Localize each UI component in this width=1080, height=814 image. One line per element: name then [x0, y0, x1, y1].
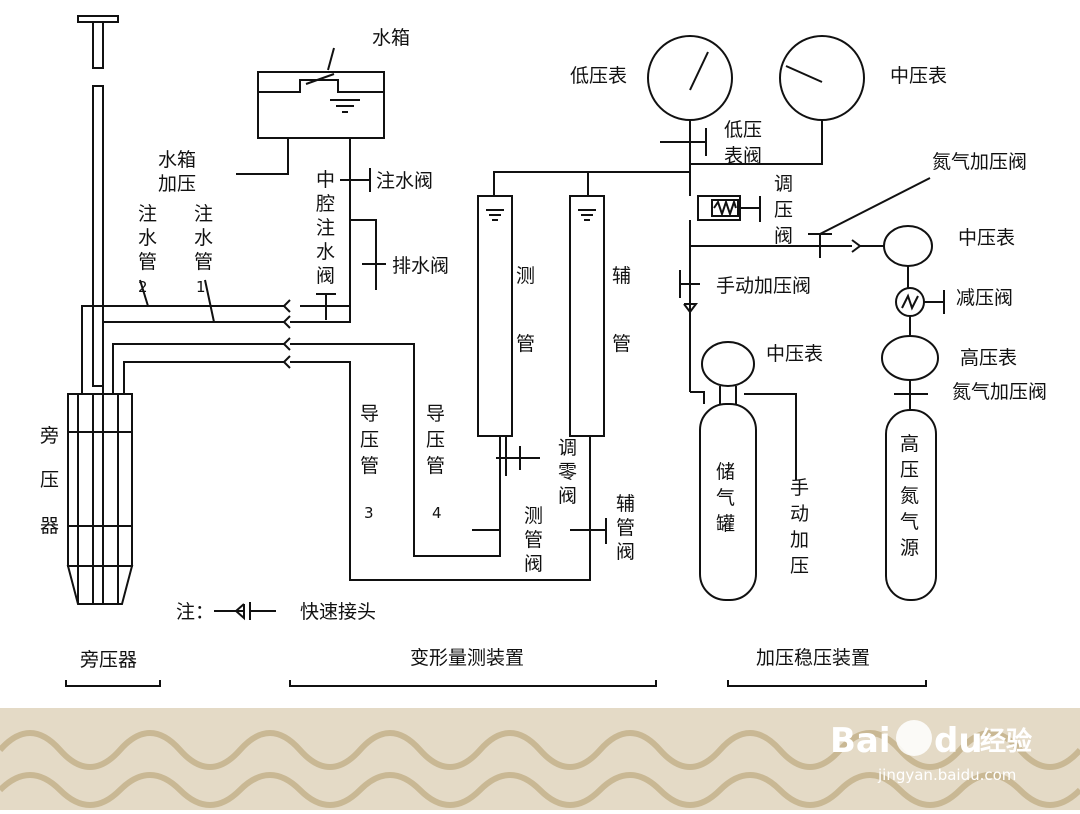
- guide-pipe-3-number: 3: [364, 504, 374, 522]
- regulator-char: 阀: [774, 225, 793, 247]
- lp-gauge-valve-label-2: 表阀: [724, 145, 762, 167]
- nitrogen-source-char: 气: [900, 511, 919, 533]
- storage-tank-char: 罐: [716, 513, 735, 535]
- water-tank-label: 水箱: [372, 27, 410, 49]
- watermark-brand-cn: 经验: [980, 726, 1032, 757]
- measure-valve-char: 管: [524, 529, 543, 551]
- guide-pipe-3-char: 导: [360, 403, 379, 425]
- inject-valve-label: 注水阀: [376, 170, 433, 192]
- aux-valve-char: 管: [616, 517, 635, 539]
- guide-pipe-4-char: 导: [426, 403, 445, 425]
- manual-pressurize-char: 手: [790, 477, 809, 499]
- manual-pressurize-char: 加: [790, 529, 809, 551]
- diagram-lines: [65, 15, 945, 687]
- guide-pipe-4-char: 管: [426, 455, 445, 477]
- reducing-valve-label: 减压阀: [956, 287, 1013, 309]
- measure-valve-char: 测: [524, 505, 543, 527]
- watermark-url: jingyan.baidu.com: [877, 766, 1016, 784]
- regulator-char: 调: [774, 173, 793, 195]
- nitrogen-source-char: 氮: [900, 485, 919, 507]
- guide-pipe-4-number: 4: [432, 504, 442, 522]
- section-deformation-measurement: 变形量测装置: [410, 647, 524, 669]
- measure-tube-char: 管: [516, 333, 535, 355]
- inject-pipe-2-char: 注: [138, 203, 157, 225]
- aux-valve-char: 辅: [616, 493, 635, 515]
- storage-tank-char: 储: [716, 461, 735, 483]
- aux-valve-char: 阀: [616, 541, 635, 563]
- mp-gauge-tank-label: 中压表: [766, 343, 823, 365]
- inject-pipe-1-char: 管: [194, 251, 213, 273]
- drain-valve-label: 排水阀: [392, 255, 449, 277]
- inject-pipe-1-char: 水: [194, 227, 213, 249]
- mid-cavity-valve-char: 水: [316, 241, 335, 263]
- nitrogen-source-char: 高: [900, 433, 919, 455]
- lp-gauge-label: 低压表: [570, 65, 627, 87]
- nitrogen-valve-top-label: 氮气加压阀: [932, 151, 1027, 173]
- section-pressuremeter: 旁压器: [80, 649, 137, 671]
- baidu-watermark: Bai du 经验 jingyan.baidu.com: [830, 720, 1032, 784]
- pressuremeter-char: 器: [40, 515, 59, 537]
- inject-pipe-2-char: 水: [138, 227, 157, 249]
- aux-tube-char: 管: [612, 333, 631, 355]
- guide-pipe-4-char: 压: [426, 429, 445, 451]
- paw-icon: [896, 720, 932, 756]
- mid-cavity-valve-char: 腔: [316, 193, 335, 215]
- mid-cavity-valve-char: 阀: [316, 265, 335, 287]
- zero-valve-char: 阀: [558, 485, 577, 507]
- zero-valve-char: 零: [558, 461, 577, 483]
- zero-valve-char: 调: [558, 437, 577, 459]
- inject-pipe-1-number: 1: [196, 278, 206, 296]
- manual-pressurize-char: 压: [790, 555, 809, 577]
- mp-gauge-right-label: 中压表: [958, 227, 1015, 249]
- pressuremeter-char: 旁: [40, 425, 59, 447]
- footer-pattern: [0, 730, 1080, 808]
- mid-cavity-valve-char: 注: [316, 217, 335, 239]
- watermark-brand: Bai: [830, 721, 891, 761]
- inject-pipe-2-number: 2: [138, 278, 148, 296]
- guide-pipe-3-char: 管: [360, 455, 379, 477]
- tank-pressurize-label-2: 加压: [158, 173, 196, 195]
- mid-cavity-valve-char: 中: [316, 169, 335, 191]
- lp-gauge-valve-label-1: 低压: [724, 119, 762, 141]
- nitrogen-source-char: 源: [900, 537, 919, 559]
- measure-valve-char: 阀: [524, 553, 543, 575]
- regulator-char: 压: [774, 199, 793, 221]
- nitrogen-valve-bottom-label: 氮气加压阀: [952, 381, 1047, 403]
- mp-gauge-top-label: 中压表: [890, 65, 947, 87]
- guide-pipe-3-char: 压: [360, 429, 379, 451]
- manual-pressurize-valve-label: 手动加压阀: [716, 275, 811, 297]
- manual-pressurize-char: 动: [790, 503, 809, 525]
- inject-pipe-1-char: 注: [194, 203, 213, 225]
- watermark-brand-tail: du: [934, 721, 983, 761]
- measure-tube-char: 测: [516, 265, 535, 287]
- storage-tank-char: 气: [716, 487, 735, 509]
- inject-pipe-2-char: 管: [138, 251, 157, 273]
- legend-quick-connector: 快速接头: [300, 601, 376, 623]
- legend-note-prefix: 注：: [176, 601, 214, 623]
- section-pressure-stabilizing: 加压稳压装置: [756, 647, 870, 669]
- aux-tube-char: 辅: [612, 265, 631, 287]
- labels: 水箱 水箱 加压 注 水 管 2 注 水 管 1 注水阀 中 腔 注 水 阀 排…: [40, 27, 1047, 671]
- pressuremeter-char: 压: [40, 469, 59, 491]
- tank-pressurize-label-1: 水箱: [158, 149, 196, 171]
- hp-gauge-label: 高压表: [960, 347, 1017, 369]
- nitrogen-source-char: 压: [900, 459, 919, 481]
